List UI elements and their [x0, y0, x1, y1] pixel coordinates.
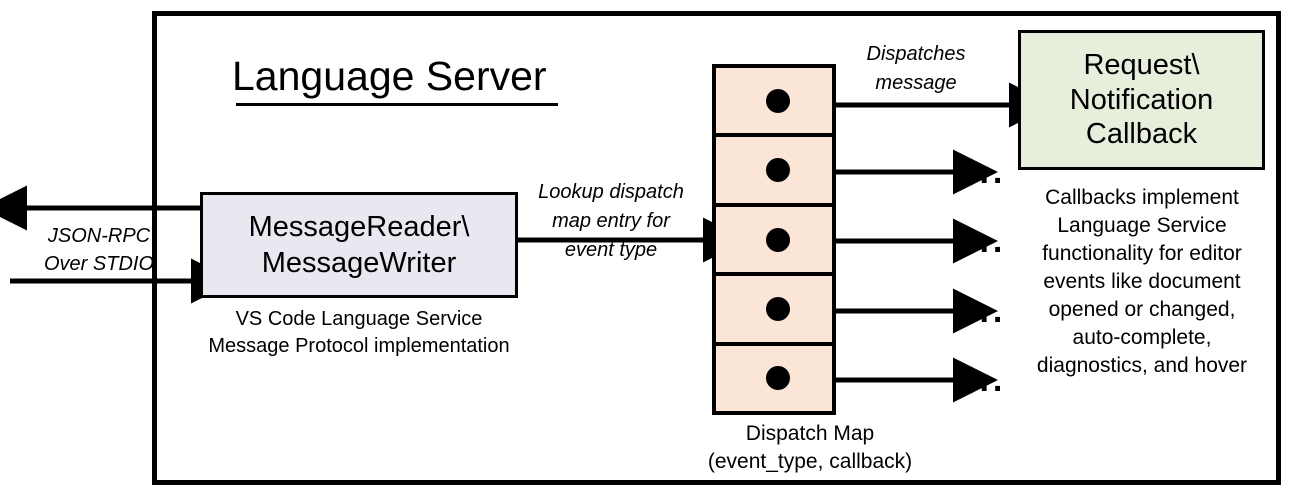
request-notification-callback-label: Request\ Notification Callback: [1069, 48, 1214, 151]
dispatch-map-caption: Dispatch Map (event_type, callback): [707, 422, 913, 474]
message-reader-writer-label: MessageReader\ MessageWriter: [248, 210, 470, 279]
edge-label-dispatches-message: Dispatches message: [866, 43, 966, 94]
language-server-boundary: [152, 11, 1281, 485]
callback-dot-icon: [766, 296, 790, 321]
dispatch-map-row-2[interactable]: [716, 137, 832, 207]
page-title: Language Server: [232, 53, 547, 99]
dispatch-map-table[interactable]: [712, 64, 836, 415]
message-reader-writer-caption: VS Code Language Service Message Protoco…: [208, 308, 510, 357]
callback-dot-icon: [766, 366, 790, 391]
dispatch-map-row-3[interactable]: [716, 207, 832, 277]
ellipsis-row-3: ...: [966, 222, 1007, 260]
ellipsis-row-4: ...: [966, 292, 1007, 330]
request-notification-callback-box[interactable]: Request\ Notification Callback: [1018, 30, 1265, 170]
message-reader-writer-box[interactable]: MessageReader\ MessageWriter: [200, 192, 518, 298]
page-title-underline: [236, 103, 558, 106]
dispatch-map-row-1[interactable]: [716, 68, 832, 138]
callbacks-description: Callbacks implement Language Service fun…: [1036, 186, 1248, 377]
dispatch-map-row-5[interactable]: [716, 346, 832, 411]
ellipsis-row-2: ...: [966, 153, 1007, 191]
callback-dot-icon: [766, 227, 790, 252]
edge-label-json-rpc: JSON-RPC Over STDIO: [43, 225, 154, 275]
edge-label-lookup-dispatch: Lookup dispatch map entry for event type: [538, 181, 684, 261]
callback-dot-icon: [766, 158, 790, 183]
ellipsis-row-5: ...: [966, 361, 1007, 399]
callback-dot-icon: [766, 88, 790, 113]
dispatch-map-row-4[interactable]: [716, 276, 832, 346]
